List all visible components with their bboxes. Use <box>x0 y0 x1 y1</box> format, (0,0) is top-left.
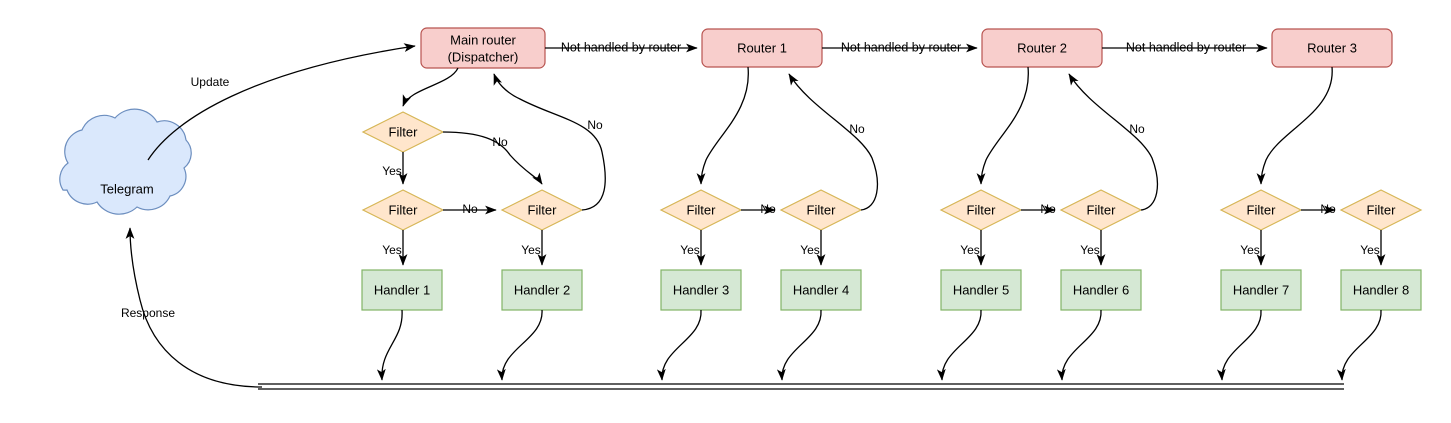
handler-8-label: Handler 8 <box>1353 282 1409 297</box>
edge-handler2-to-bus <box>496 309 543 381</box>
node-filter-5[interactable]: Filter <box>939 189 1023 231</box>
edge-label-no-f3: No <box>760 202 776 216</box>
filter-8-label: Filter <box>1367 202 1397 217</box>
node-handler-6[interactable]: Handler 6 <box>1060 269 1142 311</box>
edge-label-no-f2-back: No <box>587 118 603 132</box>
telegram-label: Telegram <box>100 181 153 196</box>
edge-handler7-to-bus <box>1216 309 1262 381</box>
edge-router1-to-filter3 <box>696 66 749 185</box>
edge-label-yes-h1: Yes <box>382 243 402 257</box>
node-filter-3[interactable]: Filter <box>659 189 743 231</box>
node-handler-2[interactable]: Handler 2 <box>501 269 583 311</box>
handler-2-box <box>501 269 583 311</box>
filter-2-label: Filter <box>528 202 558 217</box>
node-telegram-cloud[interactable]: Telegram <box>59 108 192 215</box>
filter-1-label: Filter <box>389 202 419 217</box>
edge-label-yes-h4: Yes <box>800 243 820 257</box>
edge-update <box>147 43 416 161</box>
main-router-label-line2: (Dispatcher) <box>448 49 519 64</box>
node-main-router[interactable]: Main router (Dispatcher) <box>420 27 546 69</box>
filter-3-label: Filter <box>687 202 717 217</box>
handler-4-box <box>780 269 862 311</box>
handler-8-box <box>1340 269 1422 311</box>
edge-label-no-f0: No <box>492 135 508 149</box>
router-2-label: Router 2 <box>1017 40 1067 55</box>
handler-6-label: Handler 6 <box>1073 282 1129 297</box>
node-router-3[interactable]: Router 3 <box>1271 28 1393 68</box>
handler-7-label: Handler 7 <box>1233 282 1289 297</box>
filter-4-label: Filter <box>807 202 837 217</box>
router-3-label: Router 3 <box>1307 40 1357 55</box>
edge-label-yes-h2: Yes <box>521 243 541 257</box>
edge-label-yes-h8: Yes <box>1360 243 1380 257</box>
edge-handler8-to-bus <box>1336 309 1382 381</box>
node-router-2[interactable]: Router 2 <box>981 28 1103 68</box>
edge-handler6-to-bus <box>1056 309 1102 381</box>
handler-2-label: Handler 2 <box>514 282 570 297</box>
edge-filter2-no-back <box>493 73 606 211</box>
node-handler-8[interactable]: Handler 8 <box>1340 269 1422 311</box>
handler-4-label: Handler 4 <box>793 282 849 297</box>
edge-label-not-handled-3: Not handled by router <box>1126 40 1246 54</box>
edge-response <box>125 227 263 388</box>
edge-label-yes-h7: Yes <box>1240 243 1260 257</box>
handler-7-box <box>1220 269 1302 311</box>
node-filter-7[interactable]: Filter <box>1219 189 1303 231</box>
edge-handler3-to-bus <box>656 309 702 381</box>
edge-main-to-filter0 <box>402 67 459 107</box>
edge-label-yes-f0: Yes <box>382 164 402 178</box>
edge-label-update: Update <box>191 75 230 89</box>
handler-5-box <box>940 269 1022 311</box>
edge-filter6-no-back <box>1068 73 1159 211</box>
filter-7-label: Filter <box>1247 202 1277 217</box>
node-handler-3[interactable]: Handler 3 <box>660 269 742 311</box>
edge-label-no-f1: No <box>462 202 478 216</box>
edge-router3-to-filter7 <box>1256 66 1333 185</box>
edge-label-no-f7: No <box>1320 202 1336 216</box>
edge-label-yes-h3: Yes <box>680 243 700 257</box>
edge-label-no-f6-back: No <box>1129 122 1145 136</box>
edge-label-not-handled-1: Not handled by router <box>561 40 681 54</box>
handler-5-label: Handler 5 <box>953 282 1009 297</box>
edge-filter4-no-back <box>788 73 879 211</box>
edge-router2-to-filter5 <box>976 66 1029 185</box>
edge-label-no-f5: No <box>1040 202 1056 216</box>
filter-5-label: Filter <box>967 202 997 217</box>
cloud-shape <box>59 108 192 215</box>
node-handler-4[interactable]: Handler 4 <box>780 269 862 311</box>
handler-1-label: Handler 1 <box>374 282 430 297</box>
node-handler-5[interactable]: Handler 5 <box>940 269 1022 311</box>
edge-label-no-f4-back: No <box>849 122 865 136</box>
node-handler-1[interactable]: Handler 1 <box>361 269 443 311</box>
edge-handler4-to-bus <box>776 309 822 381</box>
edge-label-yes-h5: Yes <box>960 243 980 257</box>
edge-label-response: Response <box>121 306 175 320</box>
edge-handler5-to-bus <box>936 309 982 381</box>
node-handler-7[interactable]: Handler 7 <box>1220 269 1302 311</box>
handler-1-box <box>361 269 443 311</box>
edge-handler1-to-bus <box>376 309 403 381</box>
response-bus <box>258 383 1344 390</box>
edge-label-not-handled-2: Not handled by router <box>841 40 961 54</box>
handler-3-box <box>660 269 742 311</box>
node-router-1[interactable]: Router 1 <box>701 28 823 68</box>
edge-filter0-no <box>442 131 543 185</box>
handler-3-label: Handler 3 <box>673 282 729 297</box>
main-router-label-line1: Main router <box>450 32 516 47</box>
filter-0-label: Filter <box>389 124 419 139</box>
edge-label-yes-h6: Yes <box>1080 243 1100 257</box>
router-1-label: Router 1 <box>737 40 787 55</box>
node-filter-1[interactable]: Filter <box>361 189 445 231</box>
filter-6-label: Filter <box>1087 202 1117 217</box>
